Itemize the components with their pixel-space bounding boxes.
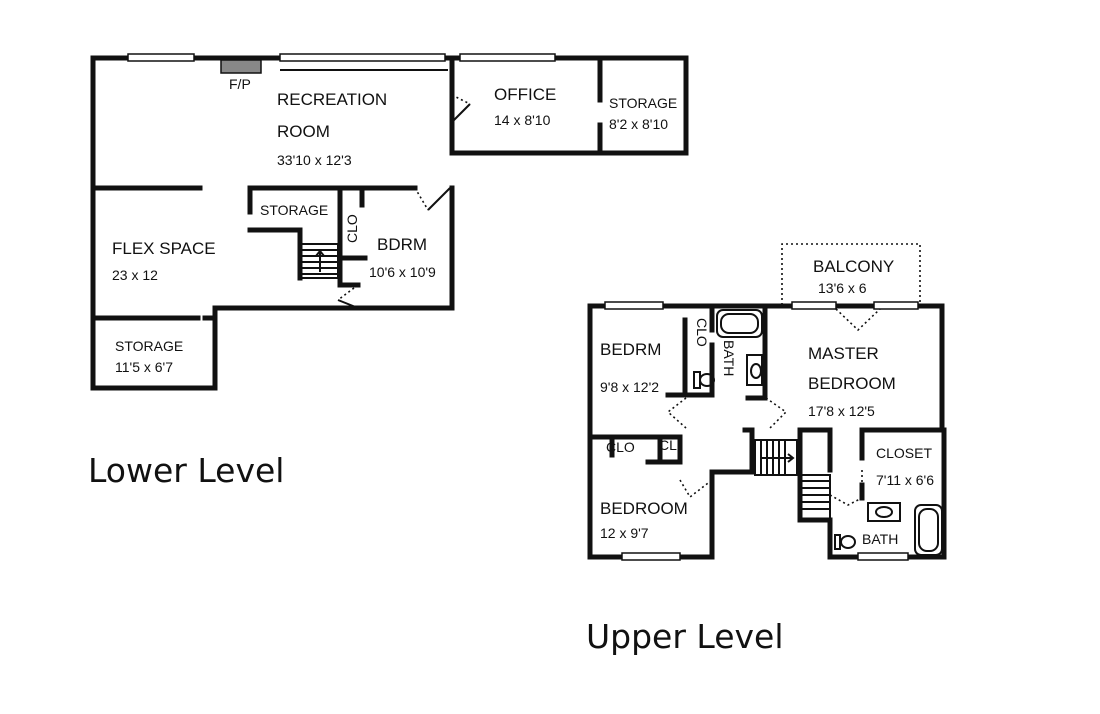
master-bedroom-dimensions: 17'8 x 12'5 [808, 403, 875, 419]
door-swing [835, 308, 881, 332]
bath-label: BATH [862, 531, 898, 547]
bathtub-icon [914, 504, 943, 556]
upper-level-plan: BALCONY 13'6 x 6 BEDRM 9'8 x 12'2 CLO BA… [586, 243, 947, 656]
lower-level-title: Lower Level [88, 451, 284, 490]
lower-stairs [299, 243, 339, 279]
bathtub-icon [716, 309, 763, 338]
closet-room-label: CLOSET [876, 445, 932, 461]
bedroom-dimensions: 12 x 9'7 [600, 525, 649, 541]
recreation-room-dimensions: 33'10 x 12'3 [277, 152, 352, 168]
sink-icon [867, 502, 901, 522]
storage-bottom-dimensions: 11'5 x 6'7 [115, 359, 173, 375]
storage-top-label: STORAGE [609, 95, 677, 111]
office-label: OFFICE [494, 85, 556, 104]
cl-label: CL [659, 437, 677, 453]
recreation-room-label-2: ROOM [277, 122, 330, 141]
bdrm-dimensions: 10'6 x 10'9 [369, 264, 436, 280]
upper-level-title: Upper Level [586, 617, 784, 656]
recreation-room-label-1: RECREATION [277, 90, 387, 109]
bath-vertical-label: BATH [721, 340, 737, 376]
storage-top-dimensions: 8'2 x 8'10 [609, 116, 668, 132]
bedrm-label: BEDRM [600, 340, 661, 359]
storage-mid-label: STORAGE [260, 202, 328, 218]
flex-space-dimensions: 23 x 12 [112, 267, 158, 283]
fireplace-label: F/P [229, 76, 251, 92]
balcony-dimensions: 13'6 x 6 [818, 280, 867, 296]
bedrm-dimensions: 9'8 x 12'2 [600, 379, 659, 395]
upper-stairs [754, 439, 831, 521]
fireplace-icon [220, 59, 262, 74]
master-bedroom-label-1: MASTER [808, 344, 879, 363]
closet-room-dimensions: 7'11 x 6'6 [876, 472, 934, 488]
master-bedroom-label-2: BEDROOM [808, 374, 896, 393]
bdrm-label: BDRM [377, 235, 427, 254]
closet-label: CLO [344, 214, 360, 243]
closet-label: CLO [606, 439, 635, 455]
balcony-outline [781, 243, 921, 305]
toilet-icon [834, 534, 841, 550]
sink-icon [746, 354, 763, 386]
flex-space-label: FLEX SPACE [112, 239, 216, 258]
interior-walls-lower [90, 185, 418, 321]
storage-bottom-label: STORAGE [115, 338, 183, 354]
door-swing [451, 94, 471, 105]
upper-windows [604, 301, 919, 561]
closet-vertical-label: CLO [694, 318, 710, 347]
office-storage-walls [449, 55, 689, 156]
lower-level-plan: F/P RECREATION ROOM 33'10 x 12'3 OFFICE … [88, 53, 689, 490]
balcony-label: BALCONY [813, 257, 894, 276]
bedroom-label: BEDROOM [600, 499, 688, 518]
office-dimensions: 14 x 8'10 [494, 112, 551, 128]
lower-windows [127, 53, 556, 62]
